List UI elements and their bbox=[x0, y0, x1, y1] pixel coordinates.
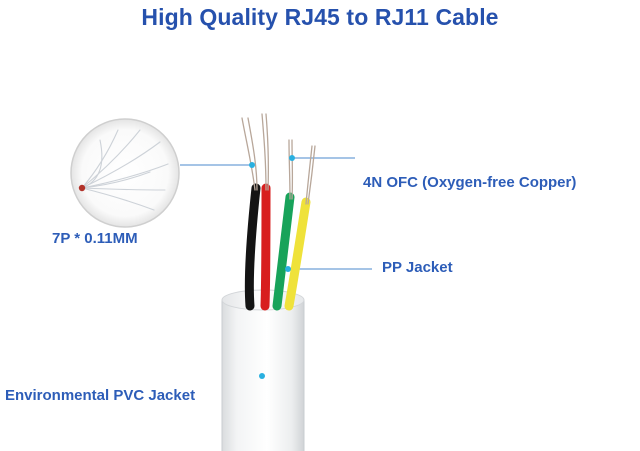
marker-dot-pp-jacket bbox=[285, 266, 291, 272]
marker-dot-strand bbox=[249, 162, 255, 168]
wire-green bbox=[272, 192, 295, 311]
copper-strands bbox=[241, 113, 316, 205]
strand-green bbox=[288, 139, 291, 200]
pp-jacket-label: PP Jacket bbox=[382, 259, 453, 276]
strand-magnifier bbox=[70, 118, 180, 228]
conductor-label: 4N OFC (Oxygen-free Copper) bbox=[363, 174, 577, 191]
wire-red bbox=[260, 183, 271, 311]
leader-lines bbox=[180, 157, 372, 384]
strand-yellow bbox=[305, 145, 313, 205]
marker-dot-conductor bbox=[289, 155, 295, 161]
insulated-wires bbox=[244, 183, 311, 311]
strand-black bbox=[241, 117, 256, 191]
strand-core-dot bbox=[78, 184, 86, 192]
marker-dots bbox=[249, 155, 295, 379]
marker-dot-pvc-jacket bbox=[259, 373, 265, 379]
pvc-jacket-label: Environmental PVC Jacket bbox=[5, 387, 196, 404]
pvc-jacket-tube bbox=[221, 289, 305, 451]
strand-spec-label: 7P * 0.11MM bbox=[52, 230, 138, 247]
wire-yellow bbox=[284, 197, 311, 311]
strand-red bbox=[261, 113, 267, 191]
page-title: High Quality RJ45 to RJ11 Cable bbox=[141, 4, 499, 30]
wire-black bbox=[244, 183, 261, 311]
